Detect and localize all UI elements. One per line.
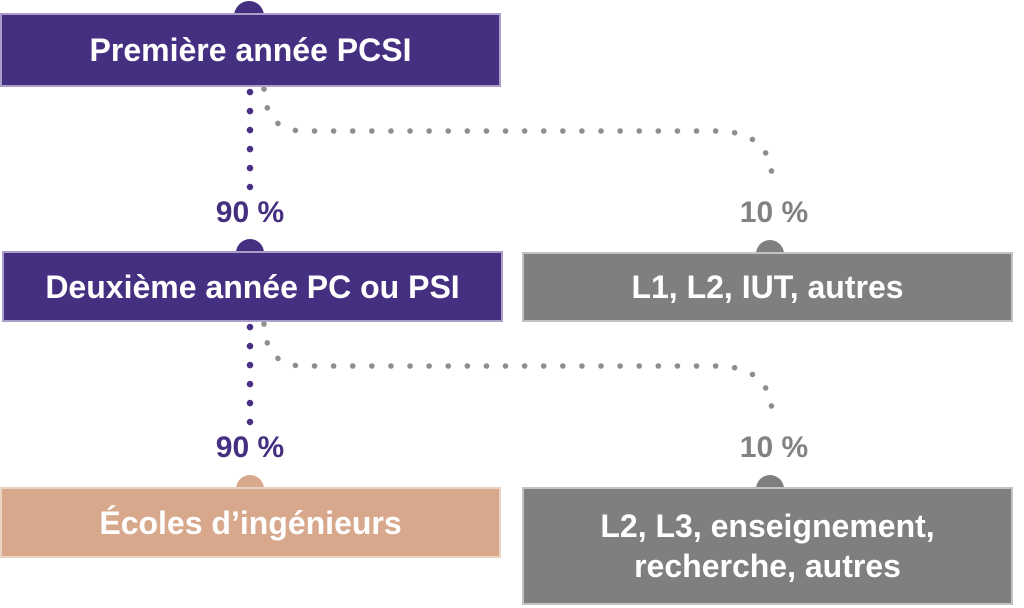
- percent-label-branch2-90: 90 %: [215, 431, 285, 464]
- node-premiere-annee-pcsi: Première année PCSI: [0, 13, 501, 87]
- node-deuxieme-annee-pc-psi: Deuxième année PC ou PSI: [2, 251, 503, 322]
- node-l2-l3-enseignement-recherche-autres: L2, L3, enseignement, recherche, autres: [522, 487, 1013, 605]
- node-label: Écoles d’ingénieurs: [99, 504, 402, 541]
- node-label: L1, L2, IUT, autres: [631, 269, 904, 305]
- node-label: Première année PCSI: [89, 32, 412, 68]
- node-l1-l2-iut-autres: L1, L2, IUT, autres: [522, 252, 1013, 322]
- node-label: L2, L3, enseignement, recherche, autres: [600, 508, 935, 584]
- dotted-line-pcsi-to-l1-l2-iut: [261, 86, 775, 183]
- percent-label-branch1-90: 90 %: [215, 196, 285, 229]
- percent-label-branch1-10: 10 %: [739, 196, 809, 229]
- dotted-line-pc-psi-to-l2-l3: [261, 321, 775, 418]
- percent-label-branch2-10: 10 %: [739, 431, 809, 464]
- node-label: Deuxième année PC ou PSI: [45, 268, 460, 305]
- node-ecoles-ingenieurs: Écoles d’ingénieurs: [0, 487, 501, 558]
